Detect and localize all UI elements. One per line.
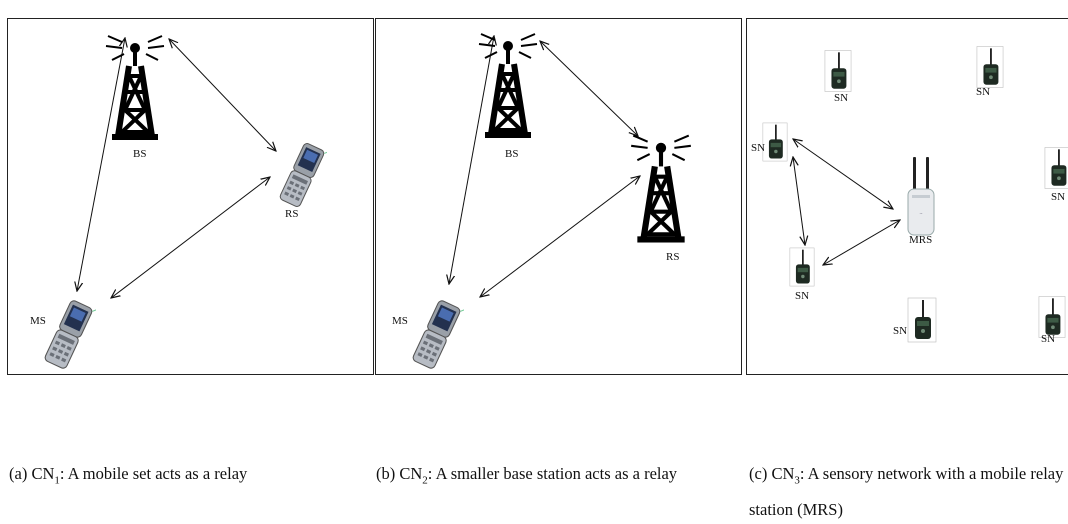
diagram-b: [411, 19, 741, 372]
double-arrow-icon: [77, 38, 125, 291]
figure-panel-a: BS RS MS: [7, 18, 374, 375]
label-rs: RS: [285, 208, 299, 220]
double-arrow-icon: [449, 36, 494, 284]
caption-prefix: (b) CN: [376, 464, 423, 483]
sensor-node-icon: [907, 297, 937, 343]
double-arrow-icon: [111, 177, 270, 298]
tower-icon: [106, 36, 164, 140]
sensor-node-icon: [976, 45, 1004, 89]
label-sn: SN: [1041, 333, 1056, 345]
label-bs: BS: [133, 148, 147, 160]
label-sn: SN: [893, 325, 908, 337]
router-icon: [907, 156, 935, 236]
label-mrs: MRS: [909, 234, 933, 246]
sensor-node-icon: [1044, 146, 1068, 190]
caption-prefix: (a) CN: [9, 464, 55, 483]
label-sn: SN: [976, 86, 991, 98]
label-sn: SN: [751, 142, 766, 154]
tower-icon: [631, 136, 691, 243]
label-ms: MS: [30, 315, 46, 327]
tower-icon: [479, 34, 537, 138]
double-arrow-icon: [480, 176, 640, 297]
double-arrow-icon: [793, 157, 805, 245]
caption-text: : A sensory network with a mobile relay …: [749, 464, 1064, 520]
sensor-node-icon: [762, 122, 788, 162]
mobile-phone-icon: [43, 297, 96, 372]
caption-c: (c) CN3: A sensory network with a mobile…: [749, 459, 1068, 524]
diagram-a: [43, 19, 327, 372]
double-arrow-icon: [823, 220, 900, 265]
caption-text: : A mobile set acts as a relay: [59, 464, 248, 483]
diagram-c: [762, 45, 1068, 343]
label-ms: MS: [392, 315, 408, 327]
mobile-phone-icon: [411, 297, 464, 372]
sensor-node-icon: [824, 49, 852, 93]
caption-b: (b) CN2: A smaller base station acts as …: [376, 459, 748, 495]
caption-subscript: 3: [794, 474, 800, 487]
figure-panel-b: BS RS MS: [375, 18, 742, 375]
sensor-node-icon: [1038, 295, 1066, 339]
label-rs: RS: [666, 251, 680, 263]
double-arrow-icon: [540, 41, 638, 136]
caption-a: (a) CN1: A mobile set acts as a relay: [9, 459, 369, 495]
label-sn: SN: [834, 92, 849, 104]
double-arrow-icon: [793, 139, 893, 209]
caption-subscript: 2: [422, 474, 428, 487]
caption-text: : A smaller base station acts as a relay: [427, 464, 678, 483]
figure-panel-c: SN SN SN SN MRS SN SN SN: [746, 18, 1068, 375]
mobile-phone-icon: [278, 139, 327, 211]
label-sn: SN: [1051, 191, 1066, 203]
label-sn: SN: [795, 290, 810, 302]
caption-prefix: (c) CN: [749, 464, 795, 483]
label-bs: BS: [505, 148, 519, 160]
sensor-node-icon: [789, 247, 815, 287]
caption-subscript: 1: [54, 474, 60, 487]
double-arrow-icon: [169, 39, 276, 151]
